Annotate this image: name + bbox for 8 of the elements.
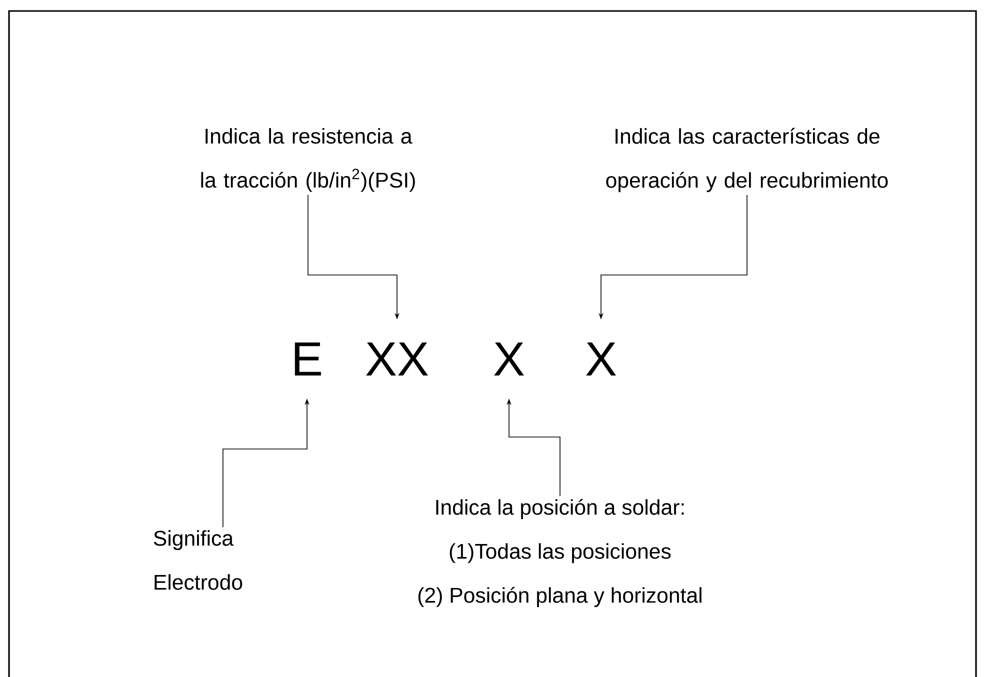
code-letter: XX xyxy=(366,342,428,376)
annotation-text: Indica la resistencia a la tracción (lb/in$^{2}$)(PSI) xyxy=(201,128,415,192)
code-letter: X xyxy=(586,342,616,376)
code-letter: E xyxy=(294,342,321,376)
code-letter: X xyxy=(494,342,524,376)
annotation-text: Indica la posición a soldar: (1)Todas las posiciones (2) Posición plana y horizontal xyxy=(418,498,702,608)
annotation-text: Significa Electrodo xyxy=(154,530,242,590)
annotation-text: Indica las características de operación y del recubrimiento xyxy=(606,128,888,192)
